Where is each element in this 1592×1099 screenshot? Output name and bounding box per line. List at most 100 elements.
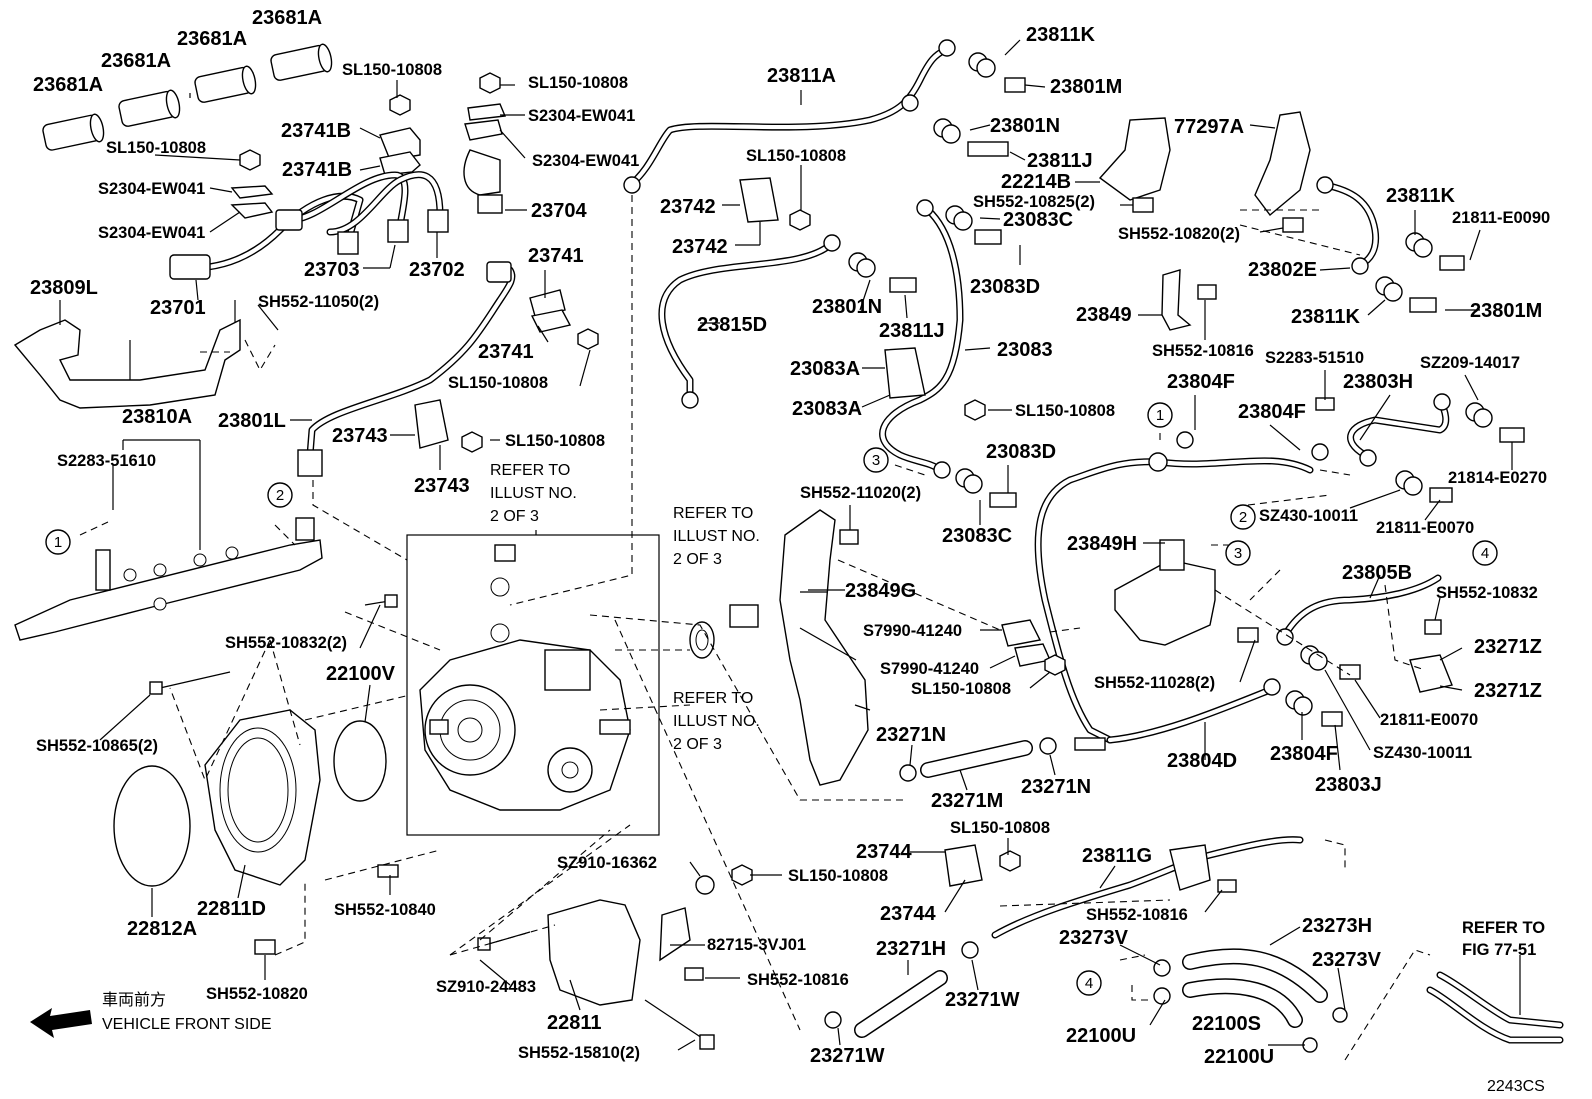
part-label: SL150-10808 (505, 432, 605, 450)
part-label: 22811 (547, 1012, 602, 1034)
nut-icon (789, 209, 811, 231)
part-label: 23681A (252, 7, 322, 29)
part-label: 23273V (1312, 949, 1382, 971)
part-label: SZ430-10011 (1259, 507, 1358, 525)
nut-icon (389, 94, 411, 116)
part-label: 23741B (281, 120, 351, 142)
part-label: 23271W (945, 989, 1020, 1011)
part-label: 23804F (1167, 371, 1235, 393)
circle-marker: 1 (1147, 402, 1173, 428)
part-label: 23815D (697, 314, 767, 336)
part-label: 23849H (1067, 533, 1137, 555)
washer-icon (933, 118, 961, 144)
washer-icon (1285, 690, 1313, 716)
part-label: 23811K (1386, 185, 1456, 207)
part-label: 23742 (672, 236, 728, 258)
part-label: 23271Z (1474, 636, 1542, 658)
part-label: 23681A (177, 28, 247, 50)
part-label: 23271N (1021, 776, 1091, 798)
washer-icon (945, 205, 973, 231)
fig-ref-line: REFER TO (1462, 919, 1545, 937)
bolt-icon (967, 141, 1009, 157)
front-label-jp: 車両前方 (102, 991, 166, 1009)
part-label: 23083A (792, 398, 862, 420)
part-label: 21811-E0090 (1452, 209, 1550, 227)
washer-icon (955, 468, 983, 494)
bolt-icon (1429, 487, 1453, 503)
part-label: SL150-10808 (911, 680, 1011, 698)
ref-note-line: ILLUST NO. (673, 713, 760, 730)
part-label: 23704 (531, 200, 587, 222)
bolt-icon (1197, 284, 1217, 300)
part-label: 23849G (845, 580, 916, 602)
clamp-icon (1001, 619, 1042, 647)
part-label: 23804D (1167, 750, 1237, 772)
washer-icon (848, 252, 876, 278)
part-label: 23083 (997, 339, 1053, 361)
fuel-pump (419, 544, 631, 811)
reference-note: REFER TO ILLUST NO. 2 OF 3 (673, 505, 760, 568)
part-label: SL150-10808 (746, 147, 846, 165)
part-label: SH552-10816 (747, 971, 849, 989)
part-label: 22811D (197, 898, 266, 920)
circle-marker: 2 (1230, 504, 1256, 530)
circle-marker: 4 (1472, 540, 1498, 566)
bolt-icon (684, 967, 704, 981)
part-label: 23811A (767, 65, 836, 87)
part-label: SH552-11020(2) (800, 484, 921, 502)
nut-icon (1044, 654, 1066, 676)
bracket-icon (1161, 269, 1192, 331)
part-label: SL150-10808 (528, 74, 628, 92)
part-label: SH552-10820 (206, 985, 308, 1003)
circle-label: 4 (1481, 545, 1489, 562)
circle-label: 1 (1156, 407, 1164, 424)
arrow-left-icon (30, 1008, 92, 1038)
ref-note-line: 2 OF 3 (490, 508, 539, 525)
spring-icon (689, 621, 715, 659)
pump-frame (406, 534, 660, 836)
part-label: 23804F (1270, 743, 1338, 765)
part-label: 23083D (986, 441, 1056, 463)
part-label: 23703 (304, 259, 360, 281)
ref-note-line: REFER TO (673, 505, 753, 522)
washer-icon (1176, 431, 1194, 449)
part-label: 23742 (660, 196, 716, 218)
part-label: 23083C (942, 525, 1012, 547)
clamp-icon (884, 347, 926, 399)
clamp-icon (529, 289, 566, 317)
part-label: S2304-EW041 (532, 152, 639, 170)
part-label: 23271M (931, 790, 1003, 812)
part-label: SH552-11050(2) (258, 293, 379, 311)
circle-marker: 4 (1076, 970, 1102, 996)
part-label: 23083D (970, 276, 1040, 298)
ref-note-line: ILLUST NO. (673, 528, 760, 545)
part-label: 22100V (326, 663, 396, 685)
part-label: SH552-10816 (1152, 342, 1254, 360)
circle-marker: 1 (45, 529, 71, 555)
bolt-icon (974, 229, 1002, 245)
washer-icon (695, 875, 715, 895)
part-label: 23803J (1315, 774, 1382, 796)
part-label: 23681A (101, 50, 171, 72)
o-ring (333, 720, 387, 802)
part-labels: 23681A 23681A 23681A 23681A SL150-10808 … (30, 7, 1550, 1068)
nut-icon (461, 431, 483, 453)
circle-label: 2 (1239, 509, 1247, 526)
part-label: 23273V (1059, 927, 1129, 949)
pump-housing (204, 709, 321, 886)
bracket-icon (463, 149, 501, 196)
part-label: 23811J (879, 320, 945, 342)
part-label: SZ910-24483 (436, 978, 536, 996)
bolt-icon (1237, 627, 1259, 643)
part-label: 23803H (1343, 371, 1413, 393)
part-label: SL150-10808 (950, 819, 1050, 837)
washer-icon (1465, 402, 1493, 428)
clamp-icon (739, 177, 779, 223)
clamp-icon (530, 309, 572, 333)
part-label: 82715-3VJ01 (707, 936, 806, 954)
part-label: 22100S (1192, 1013, 1261, 1035)
diagram-code: 2243CS (1487, 1078, 1545, 1095)
ref-note-line: 2 OF 3 (673, 551, 722, 568)
injector-seal-part (118, 89, 181, 127)
bolt-icon (377, 864, 399, 878)
